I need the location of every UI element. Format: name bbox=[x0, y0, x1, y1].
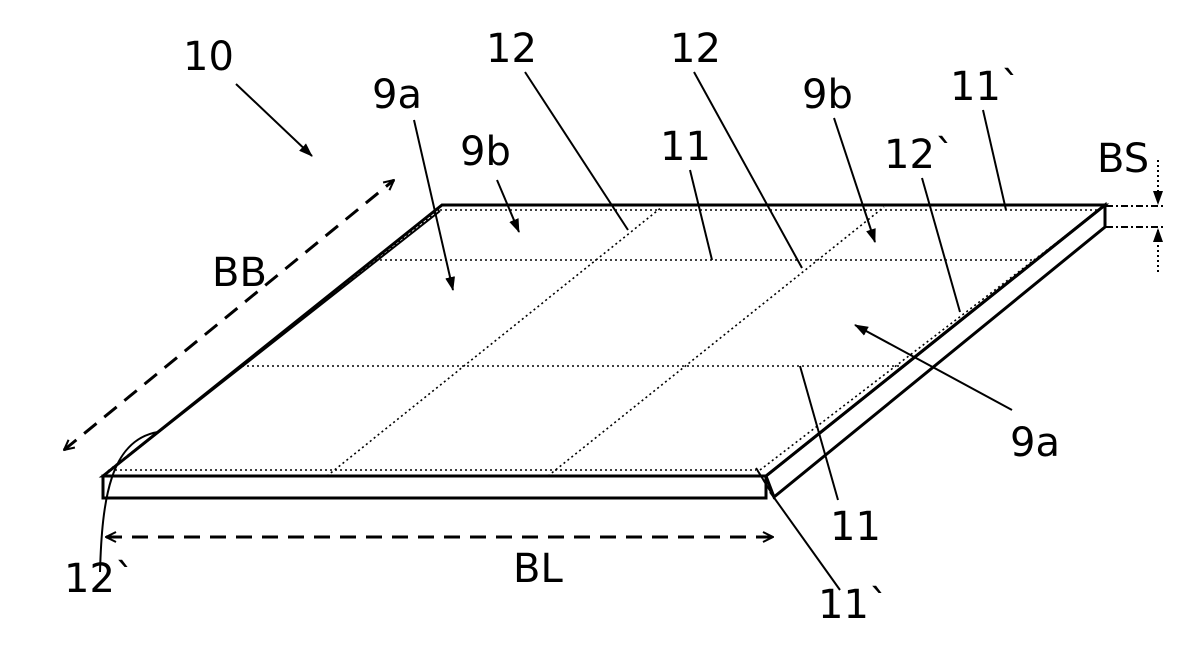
leader-12-prime-left bbox=[100, 432, 158, 572]
ref-10-arrow bbox=[236, 84, 312, 156]
leader-12-prime-right bbox=[922, 178, 960, 312]
label-9b-left: 9b bbox=[460, 129, 511, 175]
board-panel bbox=[103, 205, 1105, 498]
label-12-prime-right: 12` bbox=[884, 132, 955, 178]
leader-11-top bbox=[690, 170, 712, 260]
board-front-face bbox=[103, 476, 766, 498]
label-thickness-bs: BS bbox=[1097, 136, 1149, 182]
label-12-prime-left: 12` bbox=[64, 556, 135, 602]
label-12-left: 12 bbox=[486, 26, 537, 72]
label-11-top: 11 bbox=[660, 124, 711, 170]
label-length-bl: BL bbox=[513, 546, 563, 592]
leader-9b-right bbox=[834, 118, 875, 242]
board-top-face bbox=[103, 205, 1105, 476]
label-11-bottom: 11 bbox=[830, 504, 881, 550]
label-9a-top: 9a bbox=[372, 72, 422, 118]
groove-12-left bbox=[327, 207, 662, 476]
label-9b-right: 9b bbox=[802, 72, 853, 118]
dimension-bb-arrow bbox=[64, 180, 394, 450]
leader-11-prime-top bbox=[983, 110, 1006, 210]
leader-12-mid bbox=[694, 72, 802, 268]
label-11-prime-top: 11` bbox=[950, 64, 1021, 110]
label-9a-bottom: 9a bbox=[1010, 420, 1060, 466]
label-panel-ref: 10 bbox=[183, 34, 234, 80]
label-width-bb: BB bbox=[212, 250, 267, 296]
groove-12-mid bbox=[548, 207, 884, 476]
label-12-mid: 12 bbox=[670, 26, 721, 72]
leader-9a-bottom bbox=[855, 325, 1012, 410]
label-11-prime-bottom: 11` bbox=[818, 582, 889, 628]
leader-11-bottom bbox=[800, 366, 838, 500]
